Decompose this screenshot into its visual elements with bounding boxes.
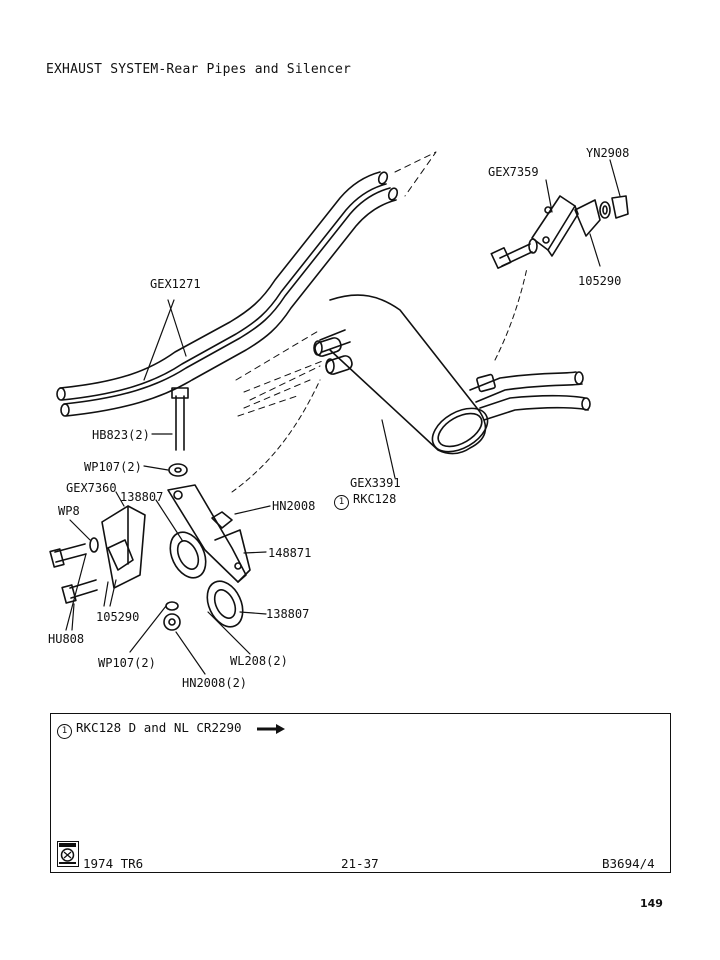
label-148871: 148871 [268, 546, 312, 560]
footer-ref: B3694/4 [602, 856, 655, 871]
label-gex3391: GEX3391 [350, 476, 401, 490]
label-hn2008-2: HN2008(2) [182, 676, 248, 690]
note-line: 1 RKC128 D and NL CR2290 [57, 720, 286, 739]
page-number: 149 [640, 897, 663, 910]
page-title: EXHAUST SYSTEM-Rear Pipes and Silencer [46, 62, 352, 77]
label-gex7359: GEX7359 [488, 165, 539, 179]
label-138807-bottom: 138807 [266, 607, 310, 621]
label-wp8: WP8 [58, 504, 80, 518]
label-105290-bottom: 105290 [96, 610, 140, 624]
upper-mount-drawing [490, 195, 629, 270]
right-arrow-icon [257, 723, 286, 734]
label-hb823: HB823(2) [92, 428, 150, 442]
notes-box: 1 RKC128 D and NL CR2290 1974 TR6 21-37 B… [50, 713, 671, 873]
callout-1-icon: 1 [57, 724, 72, 739]
rear-pipes-drawing [56, 171, 399, 417]
label-138807-top: 138807 [120, 490, 164, 504]
british-leyland-logo-icon [57, 841, 79, 867]
footer-section: 21-37 [341, 856, 379, 871]
label-wp107-bottom: WP107(2) [98, 656, 156, 670]
footer-model: 1974 TR6 [83, 856, 144, 871]
label-wl208: WL208(2) [230, 654, 288, 668]
label-gex1271: GEX1271 [150, 277, 201, 291]
callout-1-icon: 1 [334, 495, 349, 510]
label-rkc128: 1 RKC128 [334, 492, 396, 510]
label-hn2008: HN2008 [272, 499, 316, 513]
label-wp107-top: WP107(2) [84, 460, 142, 474]
label-gex7360: GEX7360 [66, 481, 117, 495]
note-text: RKC128 D and NL CR2290 [76, 720, 242, 735]
label-rkc128-text: RKC128 [353, 492, 397, 506]
lower-mount-drawing [49, 387, 251, 631]
silencer-drawing [313, 294, 591, 455]
label-105290-top: 105290 [578, 274, 622, 288]
label-hu808: HU808 [48, 632, 85, 646]
label-yn2908: YN2908 [586, 146, 630, 160]
